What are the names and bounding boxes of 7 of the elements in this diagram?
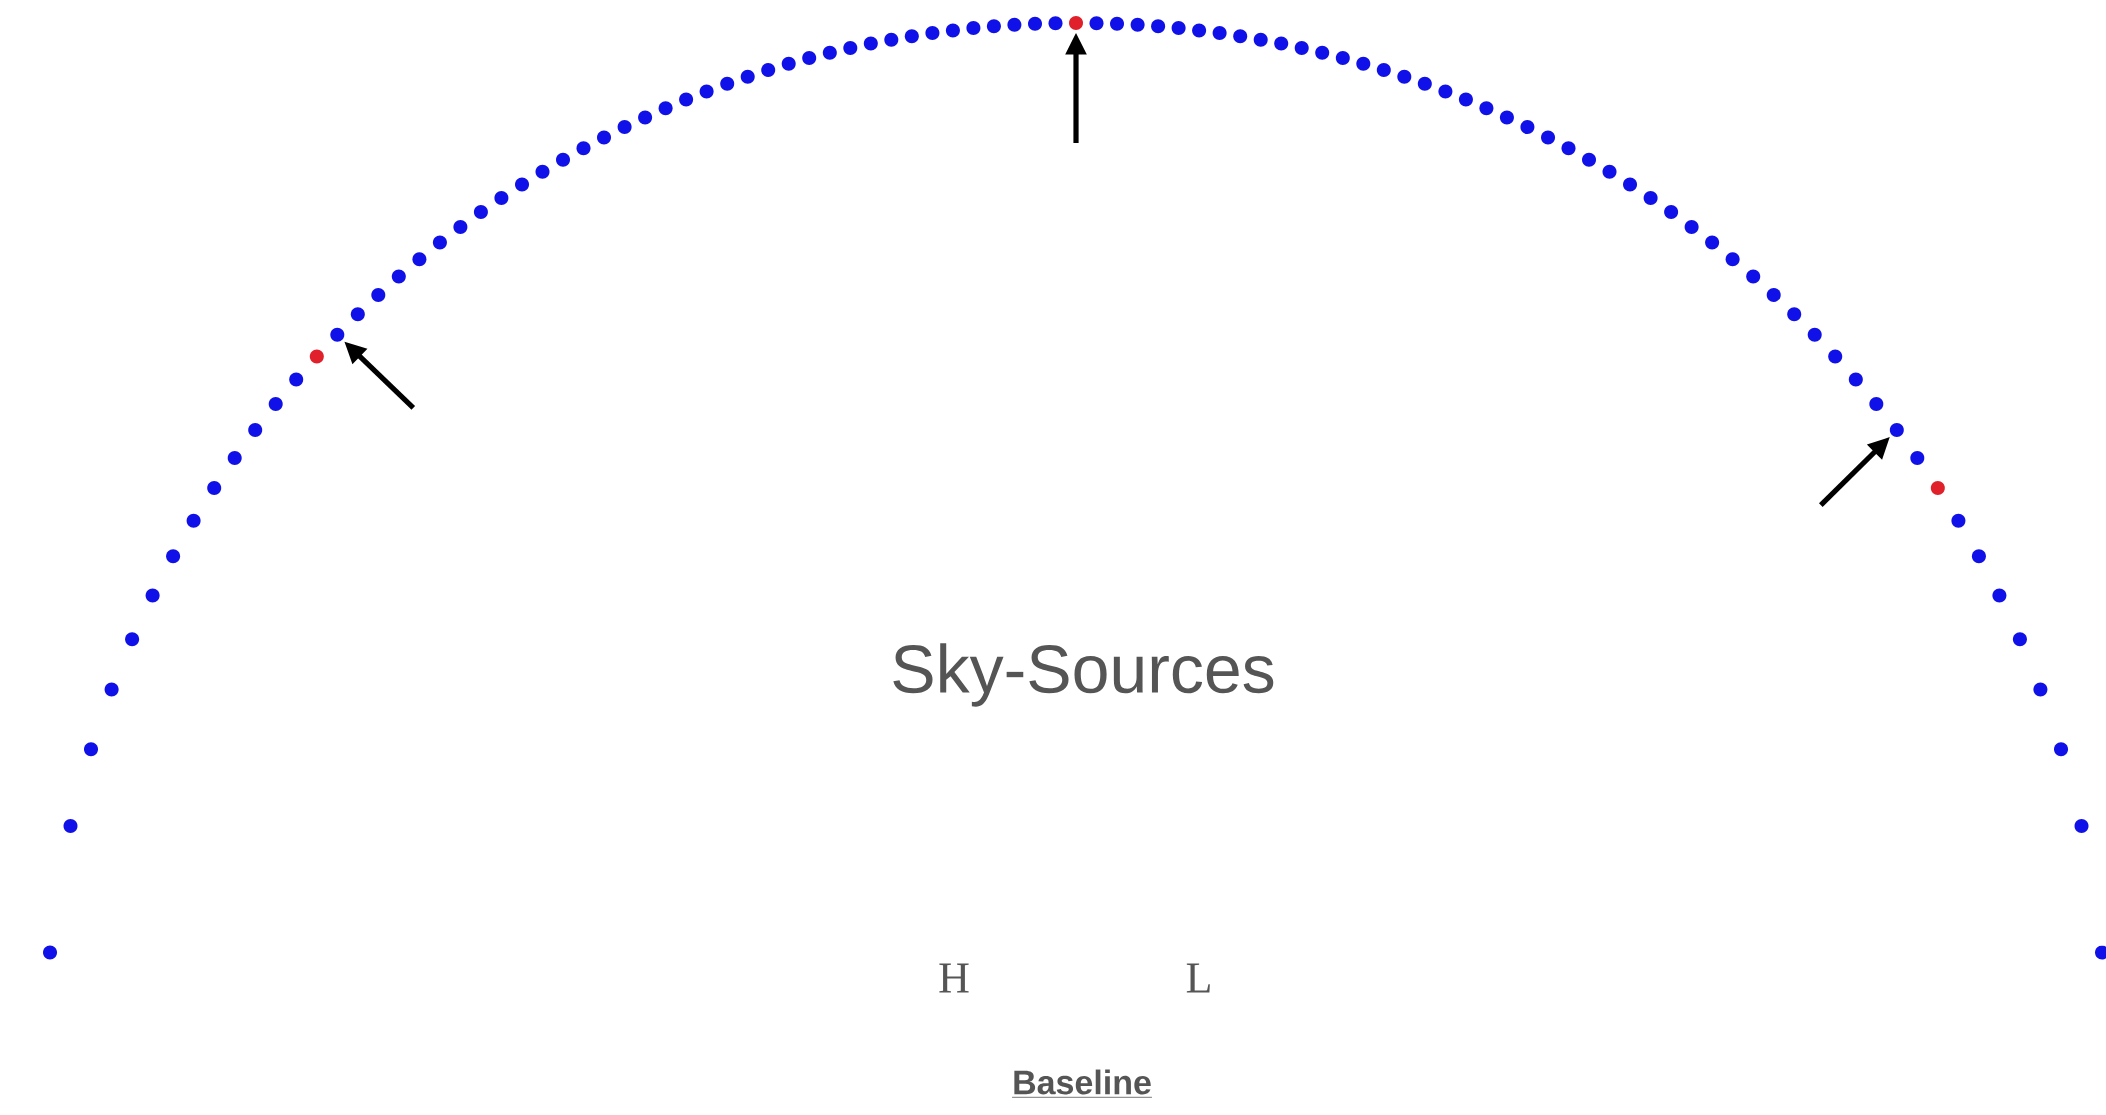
dot — [1069, 16, 1083, 30]
sky-sources-label: Sky-Sources — [893, 643, 1274, 707]
letter-label: L — [1186, 963, 1210, 993]
dot — [330, 327, 345, 342]
dot — [1889, 423, 1904, 438]
baseline-label: Baseline — [1011, 1069, 1153, 1098]
letter-label: H — [939, 963, 969, 993]
